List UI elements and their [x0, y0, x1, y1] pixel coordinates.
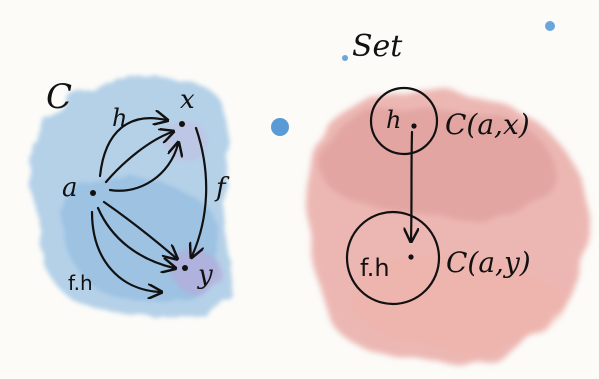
blue-dot [545, 21, 555, 31]
bottom-hom-label: C(a,y) [446, 246, 531, 279]
morphism-f-label: f [214, 173, 230, 203]
set-title: Set [352, 29, 403, 64]
object-a-label: a [62, 173, 78, 203]
morphism-a-y-arrow-2 [96, 206, 174, 268]
top-element-label: h [386, 106, 401, 134]
top-hom-label: C(a,x) [445, 108, 530, 141]
object-y-point [182, 265, 188, 271]
object-x-label: x [180, 85, 195, 115]
blue-dot [342, 55, 348, 61]
bottom-element-point [408, 254, 414, 260]
morphism-a-x-arrow-lower [108, 144, 178, 192]
object-a-point [90, 190, 96, 196]
red-wash [306, 90, 585, 361]
hom-set-bottom-circle [345, 210, 441, 306]
hom-set-top-circle [369, 86, 439, 156]
morphism-h-label: h [112, 104, 127, 132]
bottom-element-label: f.h [360, 254, 390, 282]
morphism-h-arrow [98, 118, 166, 178]
morphism-f-arrow [192, 126, 208, 256]
morphism-a-x-arrow [104, 132, 172, 184]
morphism-a-y-arrow [102, 200, 176, 258]
object-x-point [179, 121, 185, 127]
category-label: C [46, 77, 72, 117]
object-y-label: y [197, 260, 213, 290]
morphism-fh-label: f.h [68, 271, 93, 295]
postcompose-f-arrow [411, 130, 412, 240]
morphism-fh-arrow [90, 210, 160, 292]
blue-dot [271, 118, 289, 136]
top-element-point [411, 123, 417, 129]
